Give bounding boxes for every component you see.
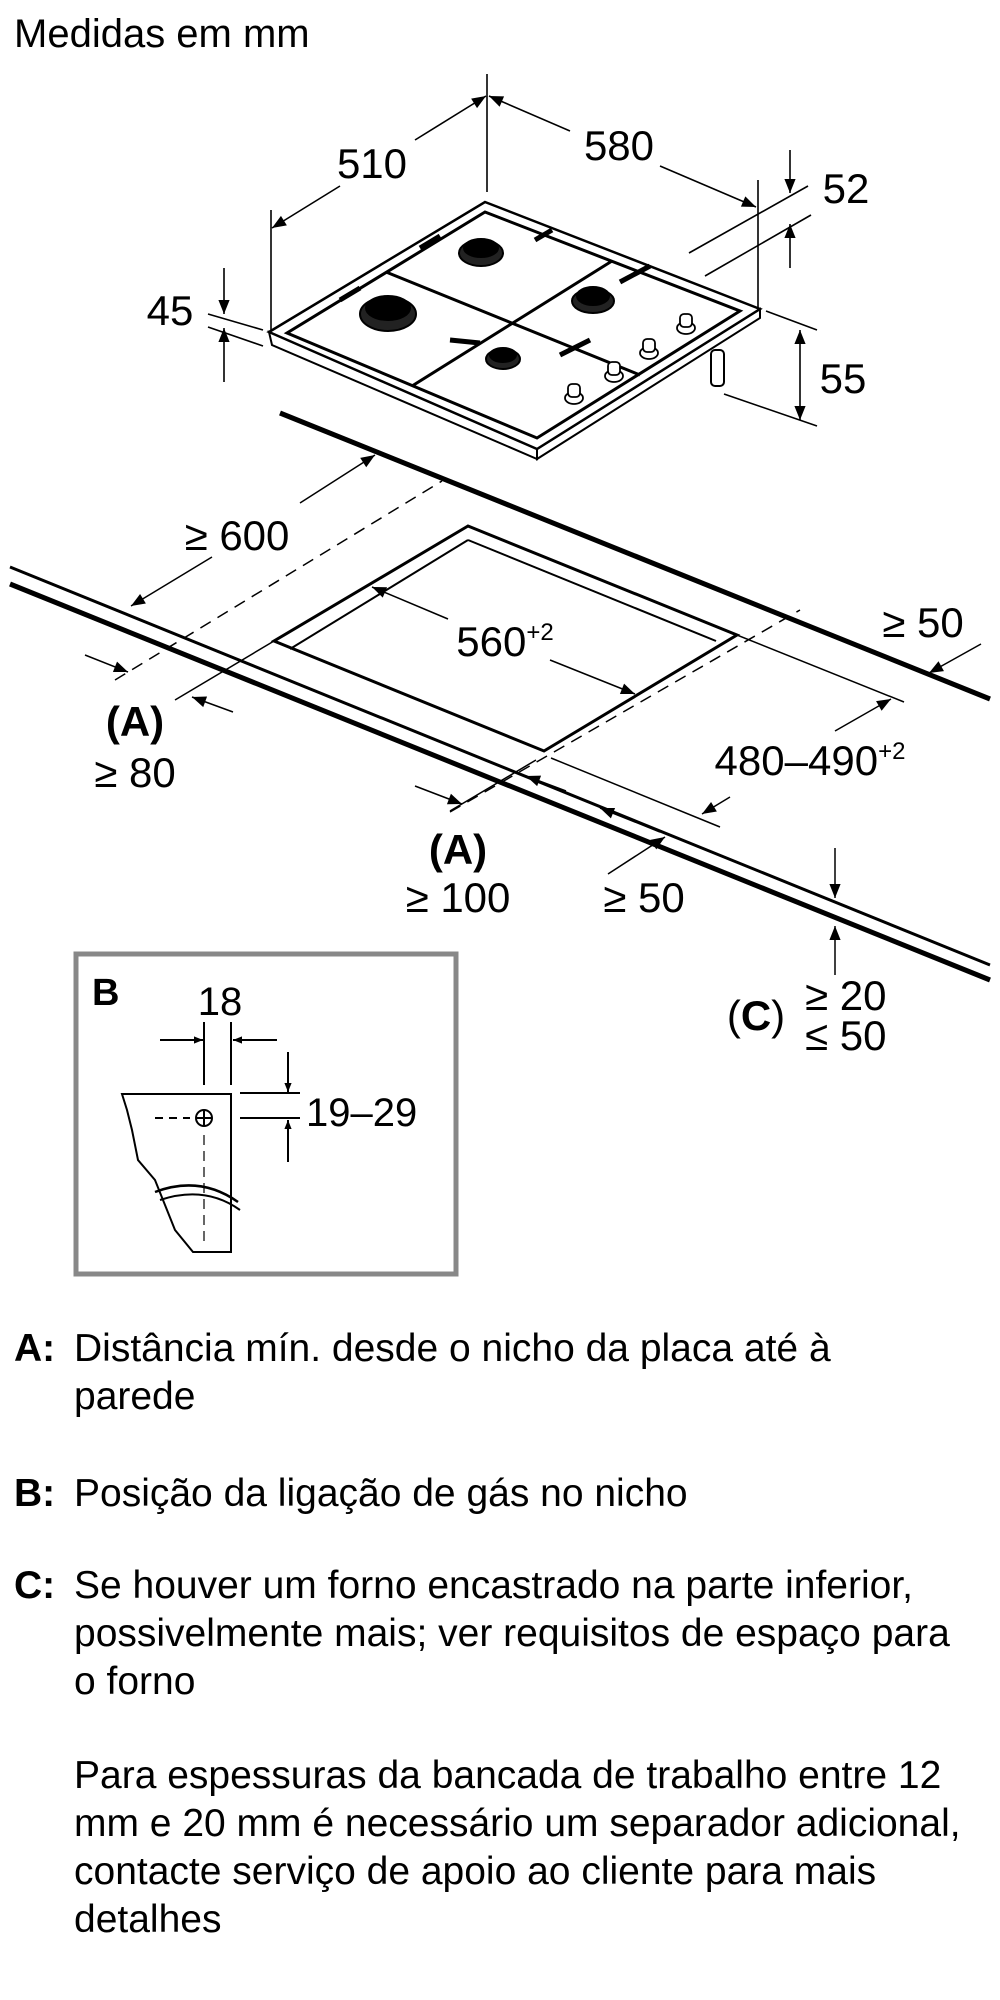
label-c: (C)	[727, 992, 785, 1039]
legend-text: Posição da ligação de gás no nicho	[74, 1472, 688, 1515]
label-a-front: (A)	[429, 826, 487, 873]
detail-b-label: B	[92, 972, 119, 1014]
legend-text: Distância mín. desde o nicho da placa at…	[74, 1327, 831, 1418]
hob-drawing	[266, 200, 763, 461]
burner-large	[359, 295, 417, 332]
legend-key: B:	[14, 1472, 56, 1515]
dim-width: 580	[584, 122, 654, 169]
label-a-left: (A)	[106, 698, 164, 745]
hob-dimension-lines	[207, 74, 818, 427]
legend-text: Se houver um forno encastrado na parte i…	[74, 1564, 950, 1703]
dim-depth: 510	[337, 140, 407, 187]
dim-back-min: ≥ 50	[882, 599, 963, 646]
detail-b-box: B 18 19–29	[73, 951, 459, 1277]
worktop-drawing	[9, 410, 991, 983]
dim-a-front: ≥ 100	[406, 874, 511, 921]
legend-item-a: A: Distância mín. desde o nicho da placa…	[14, 1325, 934, 1421]
legend-item-b: B: Posição da ligação de gás no nicho	[14, 1470, 1000, 1518]
dim-55: 55	[820, 355, 867, 402]
note-text: Para espessuras da bancada de trabalho e…	[74, 1754, 961, 1941]
dim-52: 52	[823, 165, 870, 212]
detail-b-height: 19–29	[306, 1091, 417, 1135]
dim-front-min: ≥ 50	[603, 874, 684, 921]
legend-item-c: C: Se houver um forno encastrado na part…	[14, 1562, 974, 1706]
detail-b-offset: 18	[198, 980, 243, 1024]
burner-medium	[571, 286, 615, 314]
burner-medium	[458, 238, 504, 267]
dim-c-max: ≤ 50	[805, 1012, 886, 1059]
worktop-note: Para espessuras da bancada de trabalho e…	[14, 1752, 964, 1944]
legend-key: C:	[14, 1564, 56, 1607]
dim-cutout-depth: 480–490+2	[715, 737, 906, 784]
dim-min-600: ≥ 600	[185, 512, 290, 559]
cutout	[270, 524, 741, 753]
installation-diagram: 510 580 52 45 55	[9, 74, 991, 1277]
dim-45: 45	[147, 287, 194, 334]
dim-c-min: ≥ 20	[805, 972, 886, 1019]
burner-small	[485, 347, 521, 370]
legend-key: A:	[14, 1327, 56, 1370]
dim-cutout-width: 560+2	[456, 618, 553, 665]
page-title: Medidas em mm	[14, 12, 310, 56]
dim-a-left: ≥ 80	[94, 749, 175, 796]
control-knobs	[564, 313, 696, 405]
gas-connector	[710, 349, 725, 387]
